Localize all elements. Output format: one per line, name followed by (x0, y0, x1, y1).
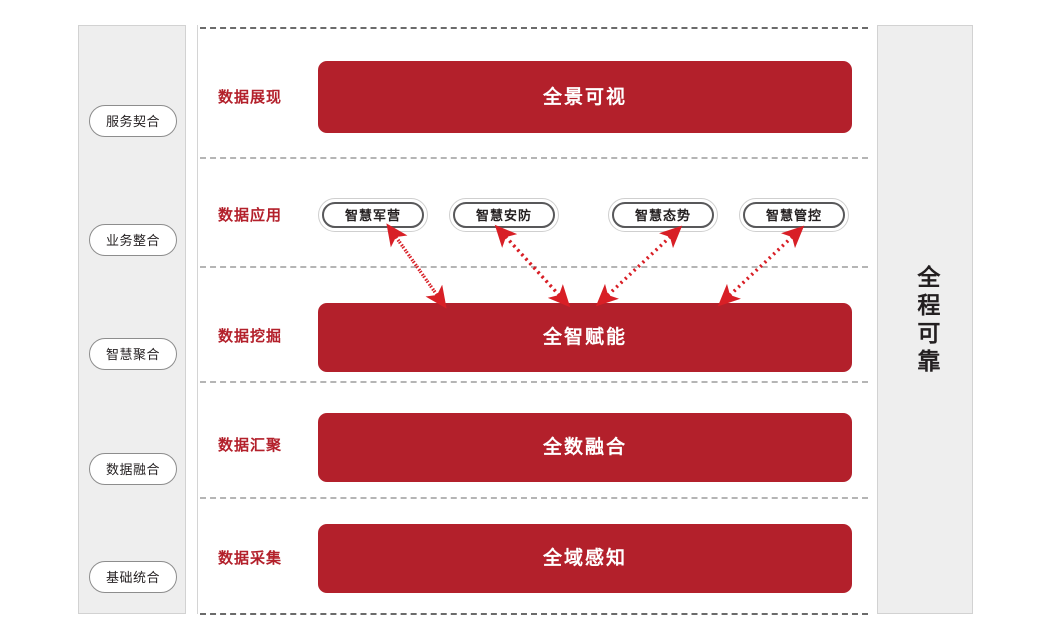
app-pill-smart-control[interactable]: 智慧管控 (739, 198, 849, 232)
reliability-panel: 全程可靠 (877, 25, 973, 614)
capability-pill-intelligence[interactable]: 智慧聚合 (89, 338, 177, 370)
app-pill-smart-security[interactable]: 智慧安防 (449, 198, 559, 232)
capability-pill-label: 基础统合 (105, 569, 160, 585)
layer-bar-label: 全域感知 (542, 548, 627, 569)
row-separator-2 (200, 266, 868, 268)
app-pill-inner: 智慧管控 (743, 202, 845, 228)
app-pill-label: 智慧军营 (344, 207, 401, 223)
stage-label-mining: 数据挖掘 (218, 328, 283, 345)
stage-label-application: 数据应用 (218, 207, 283, 224)
app-pill-label: 智慧态势 (634, 207, 691, 223)
reliability-label-wrap: 全程可靠 (878, 26, 974, 615)
stage-label-presentation: 数据展现 (218, 89, 283, 106)
row-separator-1 (200, 157, 868, 159)
layer-bar-presentation[interactable]: 全景可视 (318, 61, 852, 133)
capability-pill-service[interactable]: 服务契合 (89, 105, 177, 137)
app-pill-smart-situation[interactable]: 智慧态势 (608, 198, 718, 232)
row-separator-bottom (200, 613, 868, 615)
layer-bar-mining[interactable]: 全智赋能 (318, 303, 852, 372)
app-pill-smart-barracks[interactable]: 智慧军营 (318, 198, 428, 232)
app-pill-inner: 智慧安防 (453, 202, 555, 228)
stage-label-collection: 数据采集 (218, 550, 283, 567)
row-separator-3 (200, 381, 868, 383)
capability-pill-label: 业务整合 (105, 232, 160, 248)
layer-bar-label: 全数融合 (542, 437, 627, 458)
layer-bar-label: 全景可视 (542, 86, 627, 108)
layer-bar-label: 全智赋能 (542, 327, 627, 348)
reliability-label: 全程可靠 (913, 264, 940, 377)
row-separator-4 (200, 497, 868, 499)
capability-pill-label: 服务契合 (105, 113, 160, 129)
app-pill-label: 智慧安防 (475, 207, 532, 223)
capability-pill-data[interactable]: 数据融合 (89, 453, 177, 485)
app-pill-inner: 智慧军营 (322, 202, 424, 228)
capability-pill-foundation[interactable]: 基础统合 (89, 561, 177, 593)
app-pill-inner: 智慧态势 (612, 202, 714, 228)
layer-bar-collection[interactable]: 全域感知 (318, 524, 852, 593)
app-pill-label: 智慧管控 (765, 207, 822, 223)
capability-pill-business[interactable]: 业务整合 (89, 224, 177, 256)
content-left-rule (197, 25, 198, 614)
stage-label-aggregation: 数据汇聚 (218, 437, 283, 454)
capability-pill-label: 数据融合 (105, 461, 160, 477)
layer-bar-aggregation[interactable]: 全数融合 (318, 413, 852, 482)
row-separator-top (200, 27, 868, 29)
capability-pill-label: 智慧聚合 (105, 346, 160, 362)
capability-panel: 服务契合 业务整合 智慧聚合 数据融合 基础统合 (78, 25, 186, 614)
